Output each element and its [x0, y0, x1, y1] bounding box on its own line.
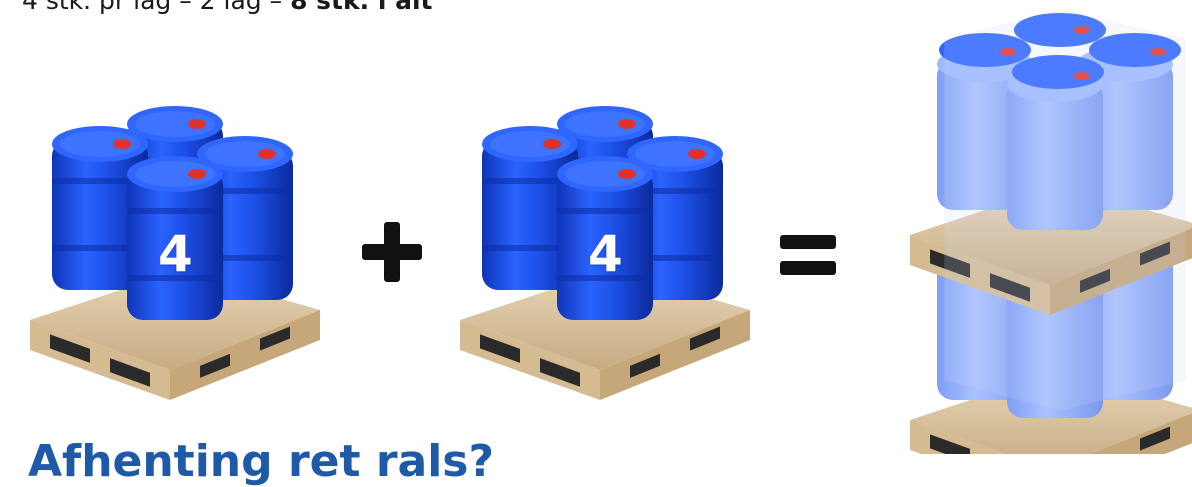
- equals-bottom-bar: [780, 261, 836, 275]
- barrel-group-1: [52, 106, 293, 320]
- pallet-2-count: 4: [588, 225, 623, 283]
- equals-operator: [780, 235, 836, 275]
- header-text-bold: 8 stk. i alt: [290, 0, 433, 15]
- illustration: [30, 9, 1192, 454]
- stacked-pallet: [910, 9, 1192, 454]
- bottom-heading: Afhenting ret rals?: [28, 436, 495, 487]
- equals-top-bar: [780, 235, 836, 249]
- pallet-1-count: 4: [158, 225, 193, 283]
- header-text-prefix: 4 stk. pr lag – 2 lag –: [22, 0, 291, 15]
- header-text: 4 stk. pr lag – 2 lag – 8 stk. i alt: [22, 0, 432, 15]
- stacked-top-caps: [939, 13, 1181, 89]
- plus-operator: [362, 222, 422, 282]
- plus-vertical-bar: [384, 222, 400, 282]
- barrel-group-2: [482, 106, 723, 320]
